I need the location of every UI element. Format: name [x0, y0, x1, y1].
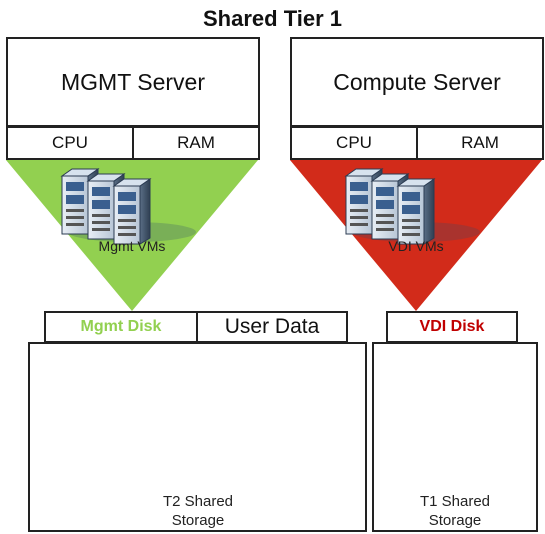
compute-server-box: Compute Server: [290, 37, 544, 127]
mgmt-disk-label: Mgmt Disk: [44, 311, 198, 343]
compute-server-label: Compute Server: [333, 68, 501, 95]
mgmt-ram-cell: RAM: [132, 126, 260, 160]
compute-ram-label: RAM: [461, 133, 499, 152]
mgmt-cpu-label: CPU: [52, 133, 88, 152]
compute-cpu-cell: CPU: [290, 126, 418, 160]
t1-caption-line2: Storage: [428, 512, 482, 529]
mgmt-server-label: MGMT Server: [61, 68, 205, 95]
vdi-disk-label: VDI Disk: [386, 311, 518, 343]
mgmt-cpu-cell: CPU: [6, 126, 134, 160]
t2-caption-line2: Storage: [171, 512, 225, 529]
mgmt-ram-label: RAM: [177, 133, 215, 152]
mgmt-vm-servers-icon: [61, 168, 196, 245]
t2-shared-storage-box: [28, 342, 367, 532]
vdi-vm-servers-icon: [345, 168, 480, 245]
vdi-vms-label: VDI VMs: [388, 238, 444, 254]
compute-ram-cell: RAM: [416, 126, 544, 160]
user-data-label: User Data: [196, 311, 348, 343]
mgmt-vms-label: Mgmt VMs: [98, 238, 166, 254]
mgmt-server-box: MGMT Server: [6, 37, 260, 127]
diagram-title: Shared Tier 1: [203, 6, 342, 31]
t1-caption-line1: T1 Shared: [419, 493, 491, 510]
t1-shared-storage-box: [372, 342, 538, 532]
t2-storage-caption: T2 Shared Storage: [138, 492, 258, 530]
t1-storage-caption: T1 Shared Storage: [395, 492, 515, 530]
compute-cpu-label: CPU: [336, 133, 372, 152]
t2-caption-line1: T2 Shared: [162, 493, 234, 510]
